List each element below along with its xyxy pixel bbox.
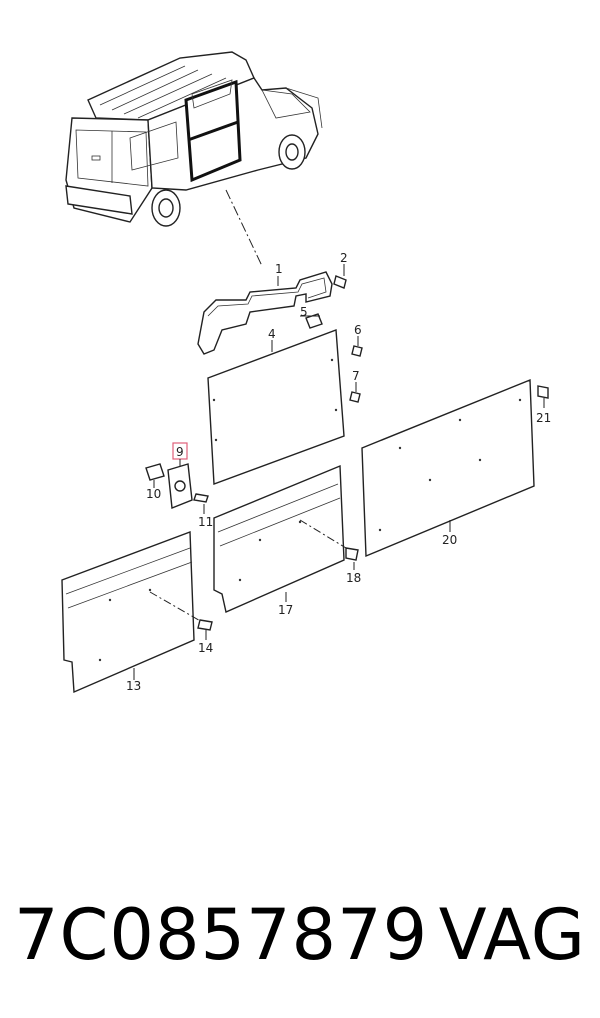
part-6-screw: 6: [351, 323, 363, 357]
callout-20: 20: [442, 533, 457, 547]
footer: 7C0857879 VAG: [0, 880, 600, 990]
parts-diagram: 1 2 5 4 6 7 9: [61, 51, 551, 694]
part-2-screw: 2: [333, 251, 348, 289]
callout-1: 1: [275, 262, 283, 276]
callout-21: 21: [536, 411, 551, 425]
part-5-clip: 5: [300, 305, 323, 329]
callout-5: 5: [300, 305, 308, 319]
part-10-stud: 10: [145, 463, 165, 501]
callout-2: 2: [340, 251, 348, 265]
callout-6: 6: [354, 323, 362, 337]
callout-13: 13: [126, 679, 141, 693]
callout-18: 18: [346, 571, 361, 585]
part-21-clip: 21: [536, 385, 551, 425]
brand-label: VAG: [438, 894, 586, 976]
callout-10: 10: [146, 487, 161, 501]
part-number: 7C0857879: [14, 894, 429, 976]
part-11-screw: 11: [193, 493, 213, 529]
part-20-large-panel: 20: [361, 378, 535, 558]
part-1-gasket: 1: [197, 262, 333, 355]
part-4-upper-panel: 4: [207, 327, 345, 485]
callout-4: 4: [268, 327, 276, 341]
van-illustration: [65, 51, 323, 267]
callout-9: 9: [176, 445, 184, 459]
callout-11: 11: [198, 515, 213, 529]
part-13-left-panel: 13: [61, 531, 195, 694]
part-14-screw: 14: [149, 591, 213, 655]
part-7-screw: 7: [349, 369, 361, 403]
part-9-bracket: 9: [167, 442, 193, 509]
callout-7: 7: [352, 369, 360, 383]
part-17-lower-panel: 17: [213, 464, 345, 617]
callout-14: 14: [198, 641, 213, 655]
part-18-screw: 18: [299, 519, 361, 585]
callout-17: 17: [278, 603, 293, 617]
